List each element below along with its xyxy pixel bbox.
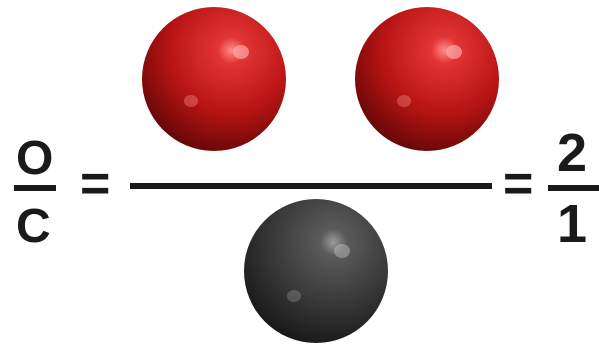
right-denominator-label: 1	[557, 197, 587, 251]
right-numerator-label: 2	[557, 126, 587, 180]
oxygen-atom-1	[140, 4, 290, 154]
left-fraction-bar	[14, 185, 56, 191]
oxygen-atom-2	[353, 4, 503, 154]
main-fraction-bar	[130, 183, 492, 189]
right-fraction-bar	[548, 185, 599, 191]
equals-sign-right: =	[503, 158, 533, 210]
left-denominator-label: C	[16, 203, 51, 251]
carbon-atom	[242, 197, 392, 347]
left-numerator-label: O	[16, 135, 53, 183]
equals-sign-left: =	[80, 158, 110, 210]
